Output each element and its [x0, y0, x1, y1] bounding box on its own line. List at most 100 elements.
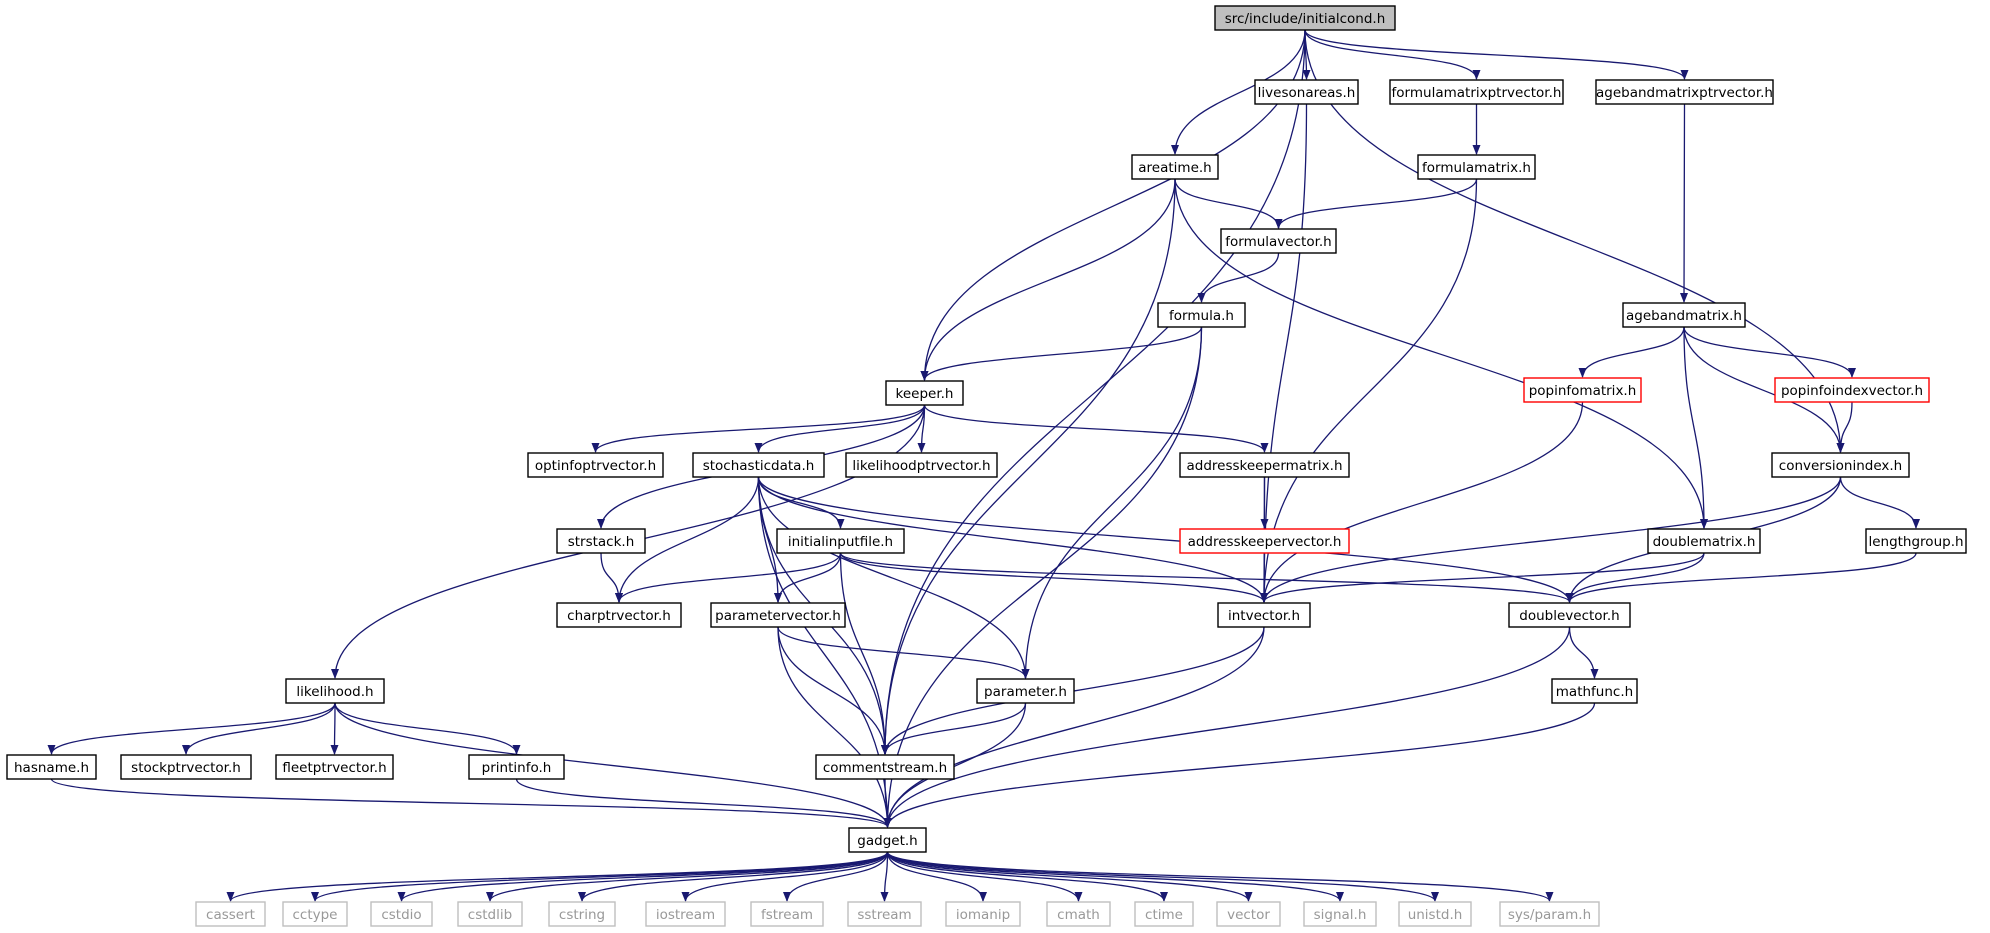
node-box[interactable] [285, 678, 385, 704]
node-formulamatrixptrvector[interactable]: formulamatrixptrvector.h [1389, 79, 1564, 105]
node-strstack[interactable]: strstack.h [556, 528, 646, 554]
node-formulamatrix[interactable]: formulamatrix.h [1417, 154, 1536, 180]
node-iomanip[interactable]: iomanip [945, 901, 1021, 927]
node-cctype[interactable]: cctype [282, 901, 348, 927]
node-likelihoodptrvector[interactable]: likelihoodptrvector.h [845, 452, 998, 478]
node-box[interactable] [370, 901, 433, 927]
node-box[interactable] [1417, 154, 1536, 180]
node-box[interactable] [195, 901, 266, 927]
node-optinfoptrvector[interactable]: optinfoptrvector.h [527, 452, 664, 478]
node-box[interactable] [1865, 528, 1967, 554]
node-box[interactable] [1595, 79, 1774, 105]
node-signal[interactable]: signal.h [1303, 901, 1377, 927]
node-agebandmatrix[interactable]: agebandmatrix.h [1622, 302, 1746, 328]
node-box[interactable] [120, 754, 252, 780]
node-popinfoindexvector[interactable]: popinfoindexvector.h [1774, 377, 1930, 403]
node-box[interactable] [815, 754, 955, 780]
node-box[interactable] [1771, 452, 1910, 478]
node-iostream[interactable]: iostream [645, 901, 726, 927]
node-box[interactable] [457, 901, 523, 927]
node-box[interactable] [548, 901, 616, 927]
node-box[interactable] [1216, 901, 1281, 927]
node-stochasticdata[interactable]: stochasticdata.h [692, 452, 825, 478]
node-box[interactable] [527, 452, 664, 478]
node-cassert[interactable]: cassert [195, 901, 266, 927]
node-box[interactable] [1551, 678, 1638, 704]
node-cstdlib[interactable]: cstdlib [457, 901, 523, 927]
node-box[interactable] [1389, 79, 1564, 105]
node-fleetptrvector[interactable]: fleetptrvector.h [275, 754, 394, 780]
node-box[interactable] [1157, 302, 1246, 328]
node-box[interactable] [1398, 901, 1472, 927]
node-box[interactable] [750, 901, 824, 927]
node-box[interactable] [1214, 5, 1396, 31]
node-box[interactable] [275, 754, 394, 780]
node-box[interactable] [692, 452, 825, 478]
node-lengthgroup[interactable]: lengthgroup.h [1865, 528, 1967, 554]
node-commentstream[interactable]: commentstream.h [815, 754, 955, 780]
node-box[interactable] [556, 602, 682, 628]
node-box[interactable] [1220, 228, 1337, 254]
node-livesonareas[interactable]: livesonareas.h [1254, 79, 1359, 105]
node-box[interactable] [645, 901, 726, 927]
node-box[interactable] [1179, 452, 1350, 478]
node-box[interactable] [976, 678, 1075, 704]
node-box[interactable] [1647, 528, 1761, 554]
node-formulavector[interactable]: formulavector.h [1220, 228, 1337, 254]
node-cstdio[interactable]: cstdio [370, 901, 433, 927]
node-intvector[interactable]: intvector.h [1217, 602, 1311, 628]
node-mathfunc[interactable]: mathfunc.h [1551, 678, 1638, 704]
node-conversionindex[interactable]: conversionindex.h [1771, 452, 1910, 478]
node-box[interactable] [847, 901, 922, 927]
node-likelihood[interactable]: likelihood.h [285, 678, 385, 704]
node-cmath[interactable]: cmath [1046, 901, 1111, 927]
node-box[interactable] [945, 901, 1021, 927]
node-box[interactable] [1254, 79, 1359, 105]
node-addresskeepermatrix[interactable]: addresskeepermatrix.h [1179, 452, 1350, 478]
node-box[interactable] [885, 380, 964, 406]
node-box[interactable] [710, 602, 846, 628]
node-gadget[interactable]: gadget.h [848, 827, 927, 853]
node-doublevector[interactable]: doublevector.h [1508, 602, 1631, 628]
node-box[interactable] [1303, 901, 1377, 927]
node-areatime[interactable]: areatime.h [1131, 154, 1219, 180]
node-box[interactable] [282, 901, 348, 927]
node-charptrvector[interactable]: charptrvector.h [556, 602, 682, 628]
node-popinfomatrix[interactable]: popinfomatrix.h [1523, 377, 1642, 403]
node-box[interactable] [1217, 602, 1311, 628]
node-box[interactable] [1508, 602, 1631, 628]
node-box[interactable] [1131, 154, 1219, 180]
node-box[interactable] [1523, 377, 1642, 403]
node-stockptrvector[interactable]: stockptrvector.h [120, 754, 252, 780]
node-box[interactable] [6, 754, 97, 780]
node-hasname[interactable]: hasname.h [6, 754, 97, 780]
node-initialinputfile[interactable]: initialinputfile.h [776, 528, 905, 554]
node-ctime[interactable]: ctime [1134, 901, 1194, 927]
node-parametervector[interactable]: parametervector.h [710, 602, 846, 628]
node-box[interactable] [845, 452, 998, 478]
node-box[interactable] [1134, 901, 1194, 927]
node-box[interactable] [468, 754, 565, 780]
node-agebandmatrixptrvector[interactable]: agebandmatrixptrvector.h [1595, 79, 1774, 105]
node-box[interactable] [1499, 901, 1600, 927]
node-box[interactable] [1774, 377, 1930, 403]
node-addresskeepervector[interactable]: addresskeepervector.h [1179, 528, 1350, 554]
node-parameter[interactable]: parameter.h [976, 678, 1075, 704]
node-sstream[interactable]: sstream [847, 901, 922, 927]
node-keeper[interactable]: keeper.h [885, 380, 964, 406]
node-formula[interactable]: formula.h [1157, 302, 1246, 328]
node-initialcond[interactable]: src/include/initialcond.h [1214, 5, 1396, 31]
node-doublematrix[interactable]: doublematrix.h [1647, 528, 1761, 554]
node-vector[interactable]: vector [1216, 901, 1281, 927]
node-sysparam[interactable]: sys/param.h [1499, 901, 1600, 927]
node-box[interactable] [1622, 302, 1746, 328]
node-box[interactable] [1179, 528, 1350, 554]
node-unistd[interactable]: unistd.h [1398, 901, 1472, 927]
node-box[interactable] [848, 827, 927, 853]
node-box[interactable] [1046, 901, 1111, 927]
node-fstream[interactable]: fstream [750, 901, 824, 927]
node-cstring[interactable]: cstring [548, 901, 616, 927]
node-box[interactable] [776, 528, 905, 554]
node-box[interactable] [556, 528, 646, 554]
node-printinfo[interactable]: printinfo.h [468, 754, 565, 780]
